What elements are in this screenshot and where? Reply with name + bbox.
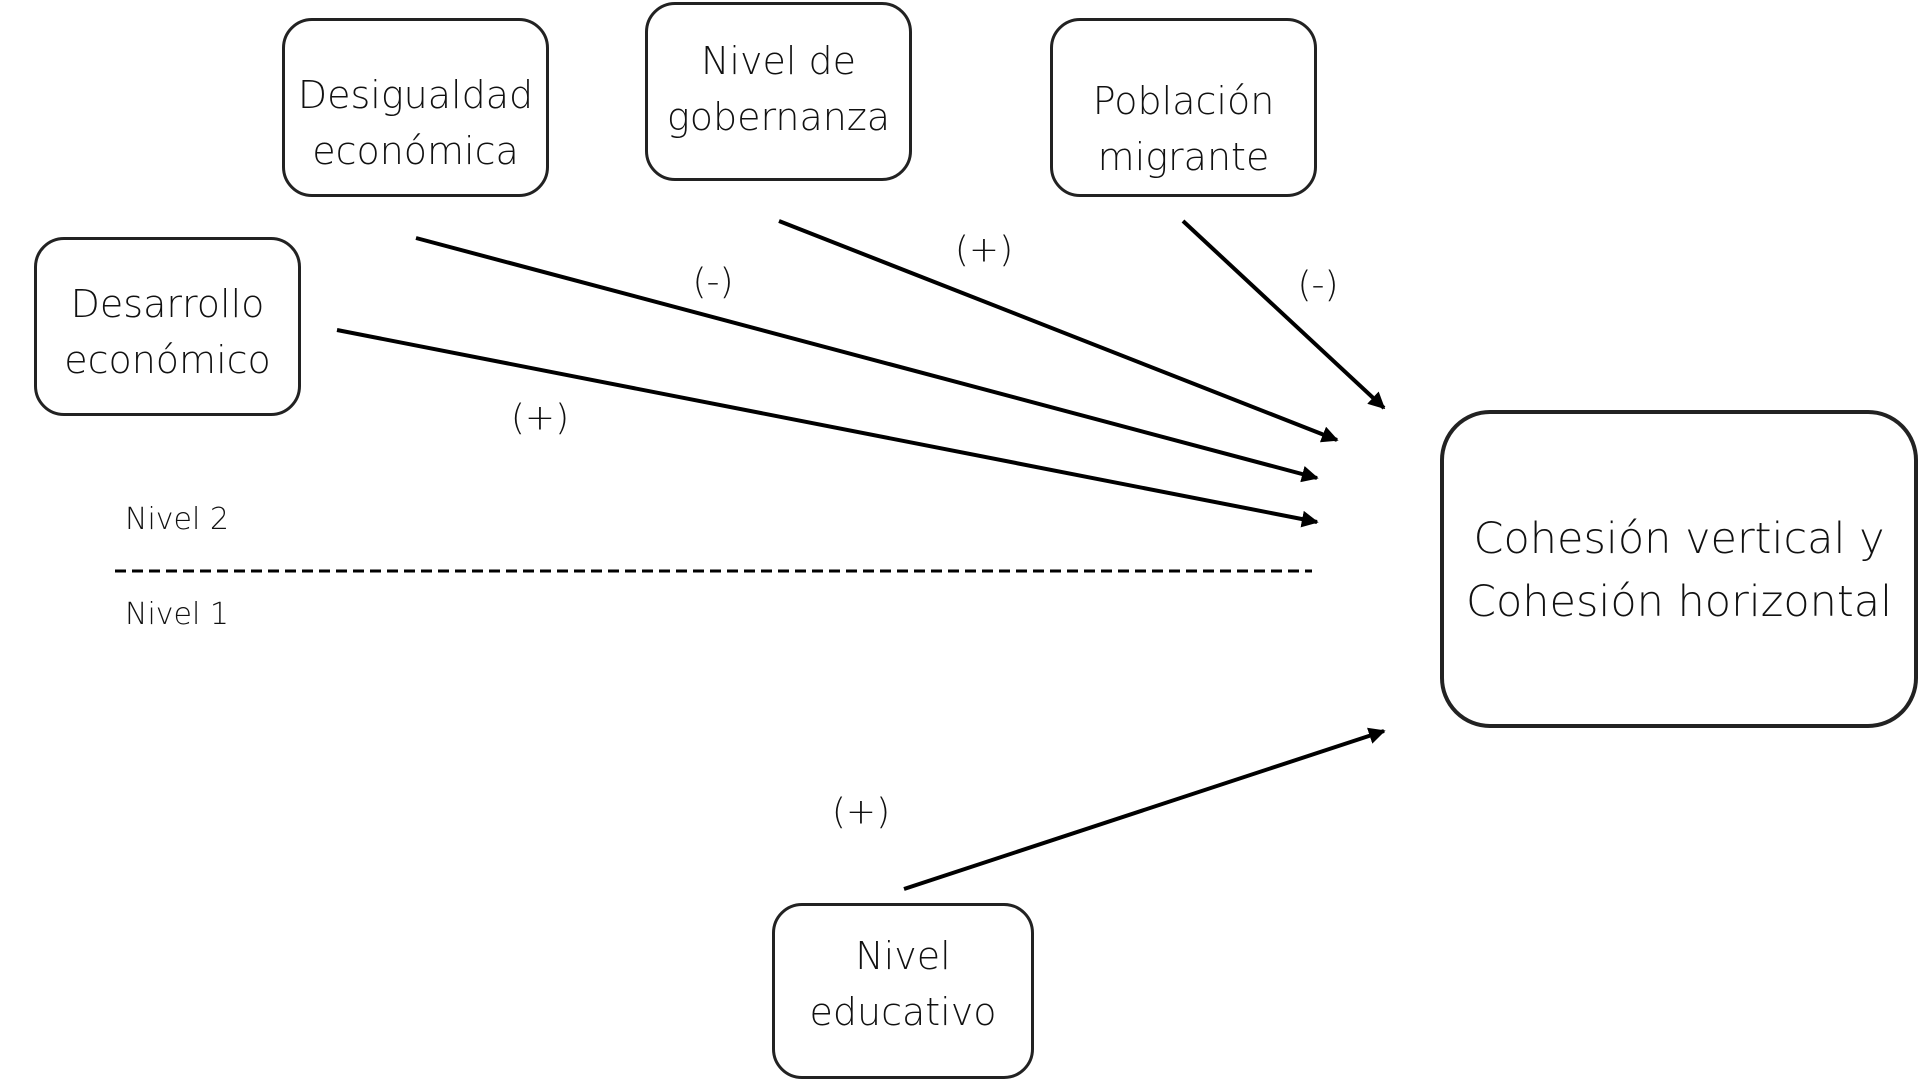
node-nivel-educativo: Nivel educativo [772, 903, 1034, 1079]
node-label: económico [64, 338, 271, 382]
edge-migrante-cohesion [1181, 219, 1386, 410]
edge-educativo-cohesion [903, 727, 1386, 891]
edge-gobernanza-cohesion [778, 219, 1339, 443]
node-label: Cohesión horizontal [1465, 577, 1893, 627]
edge-sign-educativo: (+) [831, 791, 891, 833]
edge-sign-gobernanza: (+) [954, 229, 1014, 271]
node-label: Nivel [855, 934, 951, 978]
node-label: Desarrollo [70, 282, 265, 326]
node-label: Población [1092, 79, 1275, 123]
edge-sign-desigualdad: (-) [692, 261, 734, 303]
edge-desigualdad-cohesion [415, 236, 1319, 483]
node-label: económica [312, 129, 519, 173]
node-poblacion-migrante: Población migrante [1050, 18, 1317, 197]
level-label-lower: Nivel 1 [125, 597, 229, 632]
node-cohesion: Cohesión vertical y Cohesión horizontal [1440, 410, 1918, 728]
node-label: educativo [809, 990, 997, 1034]
node-label: Cohesión vertical y [1473, 514, 1885, 564]
node-label: migrante [1097, 135, 1270, 179]
node-label: gobernanza [666, 95, 891, 139]
edge-sign-desarrollo: (+) [510, 397, 570, 439]
node-label: Nivel de [701, 39, 856, 83]
node-nivel-gobernanza: Nivel de gobernanza [645, 2, 912, 181]
node-desarrollo-economico: Desarrollo económico [34, 237, 301, 416]
edge-sign-migrante: (-) [1297, 264, 1339, 306]
level-label-upper: Nivel 2 [125, 502, 229, 537]
node-label: Desigualdad [297, 73, 534, 117]
node-desigualdad-economica: Desigualdad económica [282, 18, 549, 197]
edge-desarrollo-cohesion [336, 328, 1319, 528]
